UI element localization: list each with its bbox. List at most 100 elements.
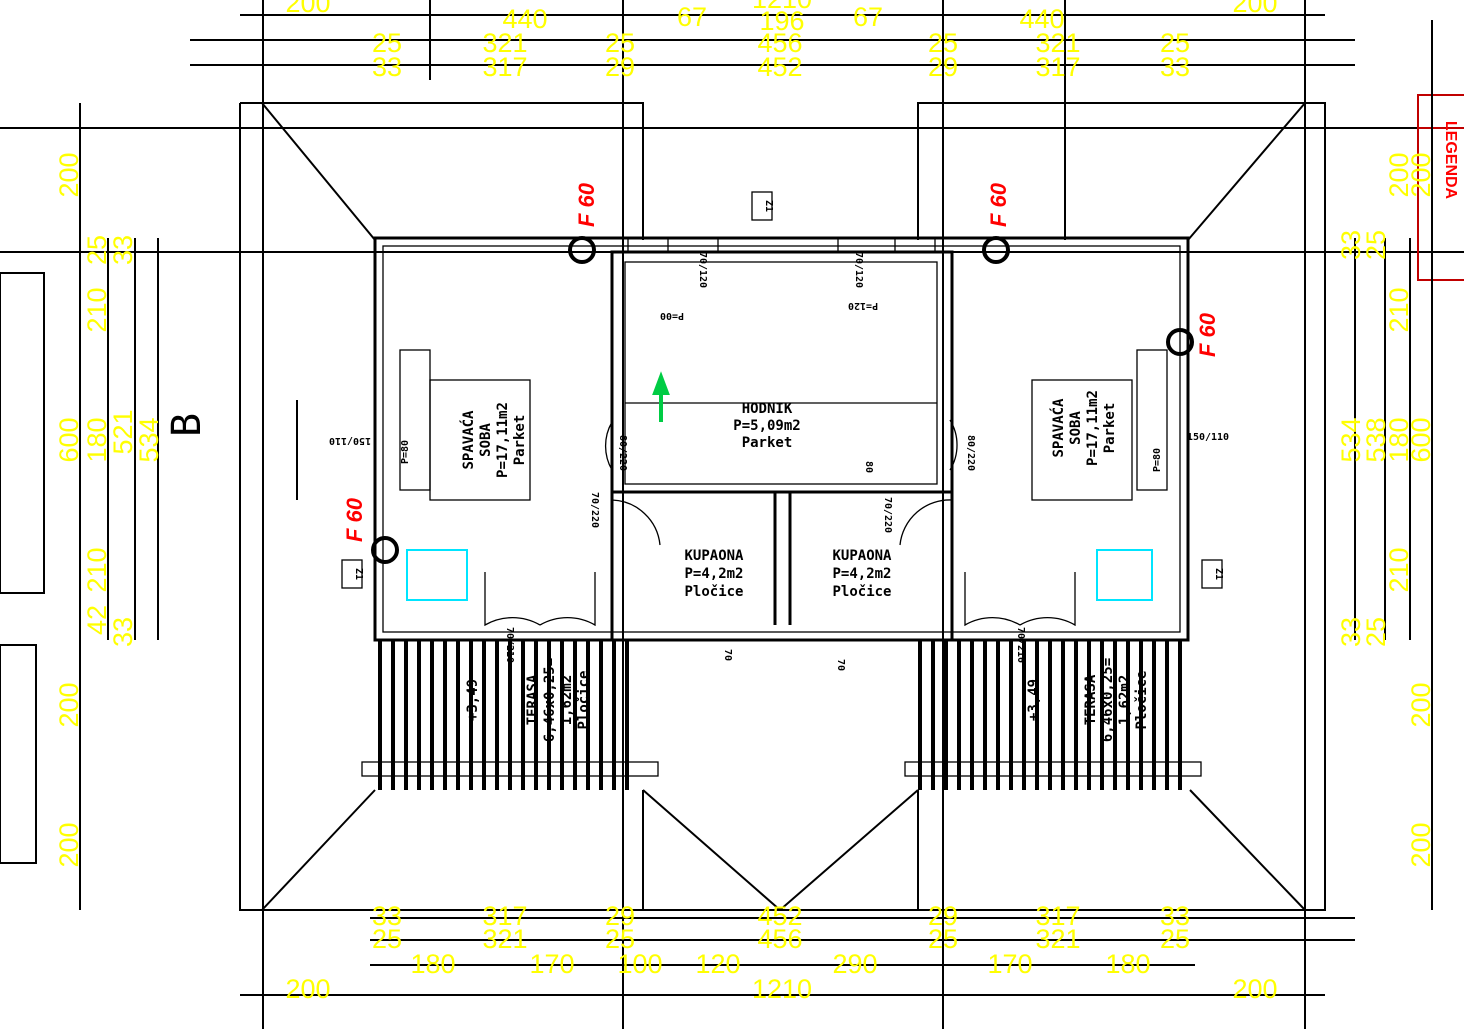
fire-rating-label: F 60 xyxy=(342,497,367,542)
tag-label: Z1 xyxy=(763,200,774,212)
opening-label: 150/110 xyxy=(329,435,371,446)
dimension-label: 33 xyxy=(108,235,138,265)
dimension-label: 321 xyxy=(482,28,527,58)
dimension-label: 33 xyxy=(108,617,138,647)
room-label-bathroom-right: Pločice xyxy=(832,584,891,600)
room-label-terrace-right: TERASA xyxy=(1083,674,1099,725)
opening-label: 70/120 xyxy=(853,252,864,288)
dimension-label: 200 xyxy=(285,0,330,18)
dimension-label: 67 xyxy=(677,2,707,32)
room-label-terrace-right: 6,46x0,25= xyxy=(1100,658,1116,742)
dimension-label: 210 xyxy=(82,287,112,332)
dimension-label: 25 xyxy=(928,28,958,58)
dimension-label: 521 xyxy=(108,409,138,454)
room-label-terrace-right: 1,62m2 xyxy=(1117,675,1133,726)
dimension-label: 452 xyxy=(757,52,802,82)
dimension-label: 200 xyxy=(1232,974,1277,1004)
dimension-label: 321 xyxy=(482,924,527,954)
room-label-bedroom-right: P=17,11m2 xyxy=(1085,390,1101,466)
room-label-bathroom-left: Pločice xyxy=(684,584,743,600)
dimension-label: 200 xyxy=(1406,682,1436,727)
fire-rating-label: F 60 xyxy=(574,182,599,227)
dimension-label: 33 xyxy=(372,52,402,82)
dimension-label: 321 xyxy=(1035,28,1080,58)
dimension-label: 25 xyxy=(928,924,958,954)
dimension-label: 200 xyxy=(285,974,330,1004)
room-label-bedroom-left: Parket xyxy=(512,415,528,466)
dimension-label: 25 xyxy=(1160,924,1190,954)
room-label-bathroom-left: KUPAONA xyxy=(684,548,744,564)
opening-label: P=120 xyxy=(848,300,878,311)
level-label: +3,49 xyxy=(465,679,481,721)
dimension-label: 200 xyxy=(1406,152,1436,197)
dimension-label: 25 xyxy=(1361,230,1391,260)
room-label-terrace-left: TERASA xyxy=(525,674,541,725)
tag-label: Z1 xyxy=(353,568,364,580)
room-label-bathroom-right: KUPAONA xyxy=(832,548,892,564)
dimension-label: 170 xyxy=(529,949,574,979)
room-label-bedroom-right: SPAVAĆA xyxy=(1049,398,1067,458)
fire-rating-label: F 60 xyxy=(986,182,1011,227)
dimension-label: 210 xyxy=(1384,547,1414,592)
dimension-label: 29 xyxy=(605,901,635,931)
opening-label: 80/220 xyxy=(617,435,628,471)
dimension-label: 25 xyxy=(372,924,402,954)
dimension-label: 29 xyxy=(605,52,635,82)
dimension-label: 290 xyxy=(832,949,877,979)
opening-label: P=80 xyxy=(400,440,411,464)
dimension-label: 317 xyxy=(482,52,527,82)
opening-label: 150/110 xyxy=(1187,432,1229,443)
dimension-label: 456 xyxy=(757,28,802,58)
dimension-label: 67 xyxy=(853,2,883,32)
dimension-label: 29 xyxy=(928,901,958,931)
opening-label: 70/210 xyxy=(504,627,515,663)
dimension-label: 25 xyxy=(1160,28,1190,58)
dimension-label: 170 xyxy=(987,949,1032,979)
level-label: +3,49 xyxy=(1026,679,1042,721)
dimension-label: 180 xyxy=(1384,417,1414,462)
fire-rating-label: F 60 xyxy=(1195,312,1220,357)
opening-label: 70/120 xyxy=(697,252,708,288)
dimension-label: 600 xyxy=(1406,417,1436,462)
dimension-label: 25 xyxy=(82,235,112,265)
dimension-label: 29 xyxy=(928,52,958,82)
dimension-label: 200 xyxy=(54,152,84,197)
dimension-label: 25 xyxy=(1361,617,1391,647)
dimension-label: 440 xyxy=(502,4,547,34)
room-label-hallway: P=5,09m2 xyxy=(733,418,800,434)
dimension-label: 180 xyxy=(1105,949,1150,979)
dimension-label: 200 xyxy=(54,682,84,727)
opening-label: P=00 xyxy=(660,310,684,321)
room-label-terrace-left: Pločice xyxy=(576,670,592,729)
room-label-terrace-right: Pločice xyxy=(1134,670,1150,729)
tag-label: Z1 xyxy=(1213,568,1224,580)
dimension-label: 452 xyxy=(757,901,802,931)
room-label-terrace-left: 6,46x0,25= xyxy=(542,658,558,742)
opening-label: 80 xyxy=(863,461,874,473)
dimension-label: 600 xyxy=(54,417,84,462)
dimension-label: 33 xyxy=(1336,617,1366,647)
dimension-label: 25 xyxy=(605,924,635,954)
plan-labels: 2004406712101966744020025321254562532125… xyxy=(54,0,1459,1004)
dimension-label: 317 xyxy=(482,901,527,931)
dimension-label: 200 xyxy=(54,822,84,867)
dimension-label: 1210 xyxy=(752,974,812,1004)
dimension-label: 180 xyxy=(82,417,112,462)
section-mark: B xyxy=(164,413,210,437)
dimension-label: 440 xyxy=(1019,4,1064,34)
dimension-label: 33 xyxy=(1160,52,1190,82)
dimension-label: 210 xyxy=(82,547,112,592)
opening-label: 70/220 xyxy=(589,492,600,528)
room-label-terrace-left: 1,62m2 xyxy=(559,675,575,726)
dimension-label: 180 xyxy=(410,949,455,979)
dimension-label: 210 xyxy=(1384,287,1414,332)
dimension-label: 200 xyxy=(1406,822,1436,867)
dimension-label: 456 xyxy=(757,924,802,954)
dimension-label: 33 xyxy=(1160,901,1190,931)
terrace-railings xyxy=(378,640,1182,790)
dimension-label: 120 xyxy=(695,949,740,979)
dimension-label: 534 xyxy=(134,417,164,462)
dimension-label: 321 xyxy=(1035,924,1080,954)
room-label-bedroom-right: Parket xyxy=(1102,403,1118,454)
